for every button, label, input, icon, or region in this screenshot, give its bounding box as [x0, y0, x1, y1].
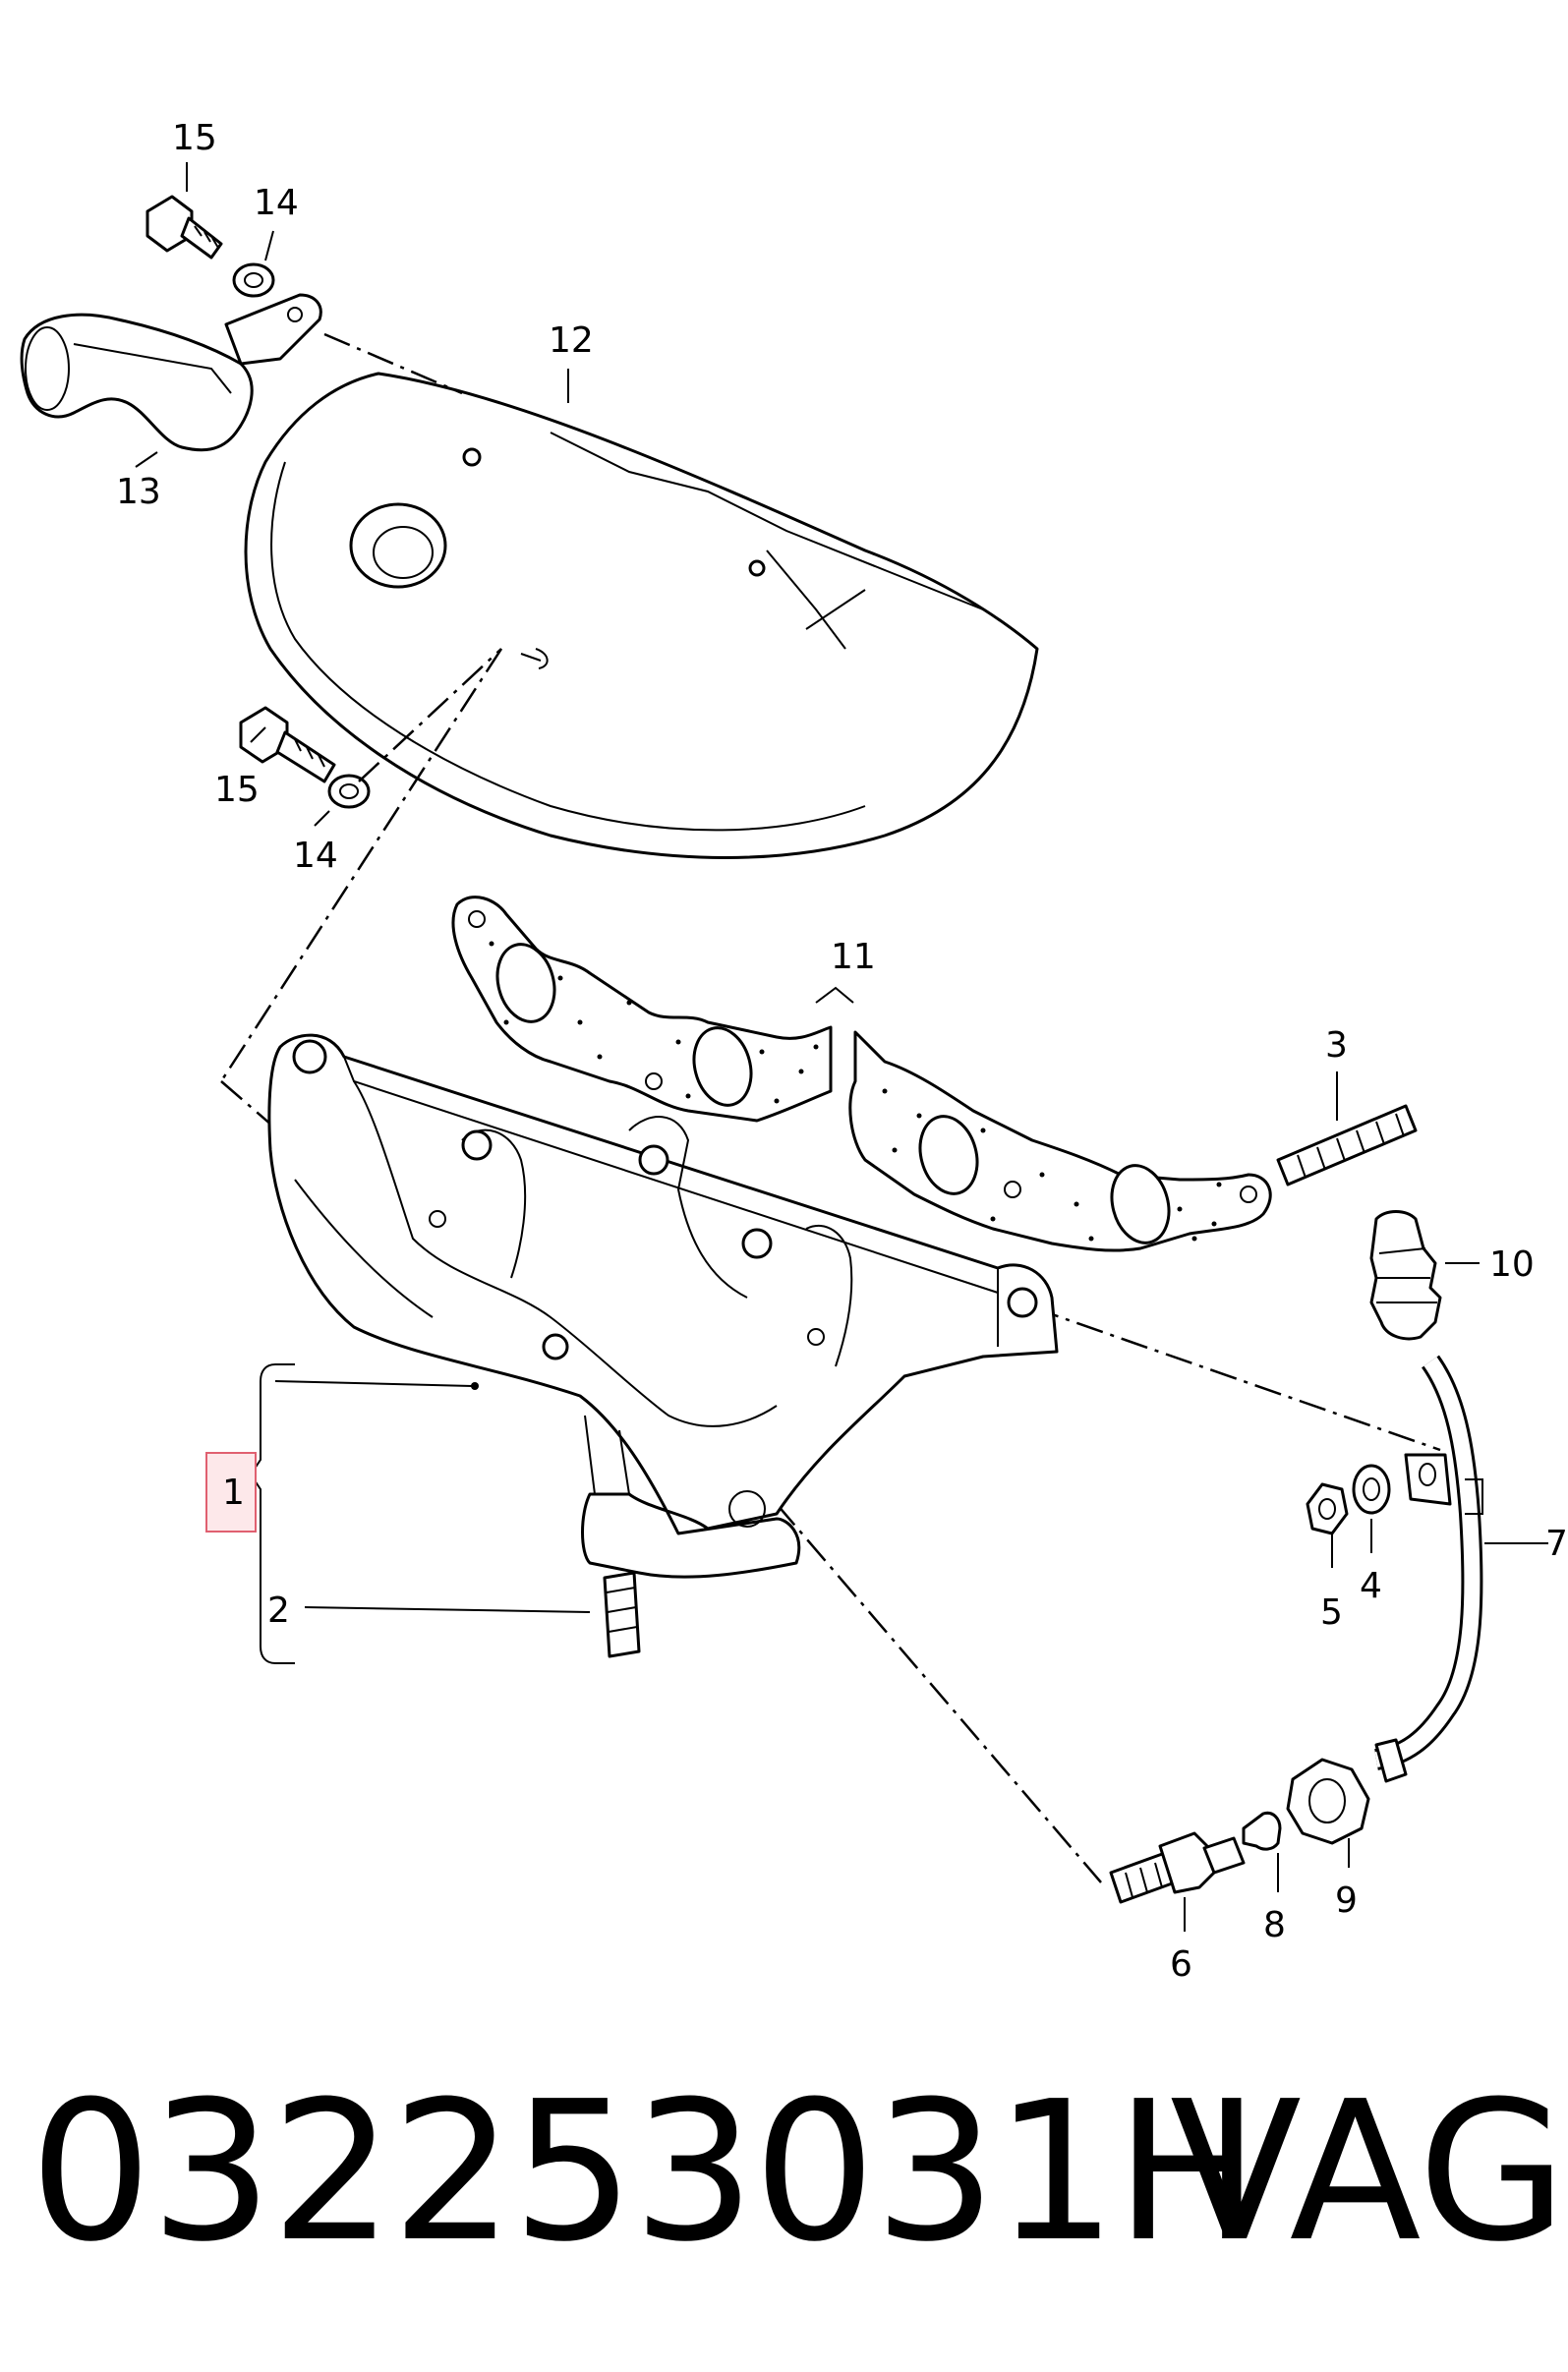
stud-part-3	[1276, 1104, 1418, 1186]
callout-3: 3	[1325, 1025, 1348, 1066]
callout-14-lower: 14	[293, 836, 338, 876]
callout-4: 4	[1360, 1566, 1382, 1606]
leader-lines	[135, 162, 1548, 1932]
bolt-part-15-upper	[145, 195, 223, 260]
callout-12: 12	[549, 320, 594, 361]
callout-14-upper: 14	[254, 183, 299, 223]
selected-callout-highlight	[205, 1452, 257, 1533]
stud-part-2	[603, 1571, 641, 1658]
pipe-part-7	[1373, 1355, 1483, 1783]
callout-5: 5	[1320, 1592, 1343, 1633]
callout-15-lower: 15	[214, 770, 260, 810]
exhaust-manifold-part-1	[267, 1033, 1059, 1579]
bolt-part-15-lower	[239, 706, 336, 783]
nut-part-9	[1286, 1758, 1370, 1845]
olive-part-8	[1242, 1811, 1282, 1851]
callout-9: 9	[1335, 1880, 1358, 1921]
part-number: 032253031H	[29, 2060, 1260, 2285]
callout-labels: 15 14 12 13 15 14 11 3 10 1 2 7 4 5 6 8 …	[116, 118, 1568, 1985]
washer-part-4	[1352, 1464, 1391, 1515]
washer-part-14-lower	[327, 774, 371, 809]
nut-part-5	[1306, 1482, 1349, 1535]
gasket-speckle	[489, 941, 1222, 1242]
manifold-gasket-part-11	[451, 896, 1272, 1252]
callout-2: 2	[267, 1591, 290, 1631]
group-bracket	[249, 1363, 591, 1664]
callout-6: 6	[1170, 1944, 1192, 1985]
cap-part-10	[1369, 1210, 1442, 1341]
callout-8: 8	[1263, 1905, 1286, 1945]
callout-13: 13	[116, 472, 161, 512]
callout-15-upper: 15	[172, 118, 217, 158]
union-part-6	[1109, 1831, 1246, 1904]
callout-10: 10	[1489, 1244, 1535, 1285]
callout-11: 11	[831, 937, 876, 977]
brand-name: VAG	[1170, 2060, 1568, 2285]
part-info-footer: 032253031H VAG	[29, 2060, 1567, 2285]
washer-part-14-upper	[232, 262, 275, 298]
callout-1: 1	[222, 1473, 245, 1513]
connecting-pipe-part-13	[20, 293, 322, 452]
callout-7: 7	[1545, 1524, 1568, 1564]
